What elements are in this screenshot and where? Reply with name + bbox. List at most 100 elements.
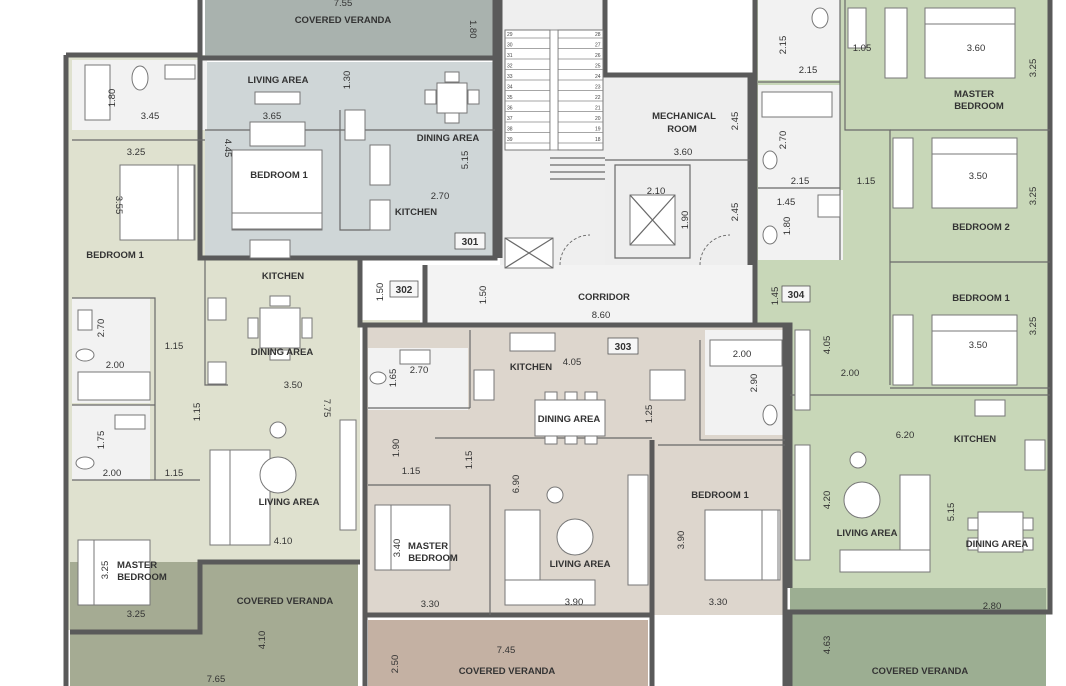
unit-tag-303: 303: [615, 342, 632, 353]
unit-tag-301: 301: [462, 237, 479, 248]
unit-tag-304: 304: [788, 290, 805, 301]
dim-d18: 1.15: [192, 403, 203, 422]
label-corridor: CORRIDOR: [578, 292, 630, 303]
dim-d4: 3.45: [141, 111, 160, 122]
unit-tag-302: 302: [396, 285, 413, 296]
dim-d70: 5.15: [946, 503, 957, 522]
dim-d37: 2.70: [410, 365, 429, 376]
dim-d38: 1.25: [644, 405, 655, 424]
dim-d43: 1.15: [464, 451, 475, 470]
dim-d19: 3.25: [100, 561, 111, 580]
stair-number: 35: [507, 95, 513, 101]
dim-d6: 3.65: [263, 111, 282, 122]
stair-number: 36: [507, 106, 513, 112]
stair-number: 39: [507, 137, 513, 143]
dim-d71: 2.80: [983, 601, 1002, 612]
dim-d29: 3.60: [674, 147, 693, 158]
dim-d2: 1.80: [467, 20, 478, 39]
dim-d49: 3.30: [709, 597, 728, 608]
veranda-304-fill: [790, 588, 1046, 686]
dim-d13: 2.00: [106, 360, 125, 371]
dim-d17: 1.15: [165, 468, 184, 479]
label-living-304: LIVING AREA: [837, 528, 898, 539]
dim-d65: 3.25: [1028, 317, 1039, 336]
dim-d22: 1.50: [478, 286, 489, 305]
label-kitchen-301: KITCHEN: [395, 207, 437, 218]
dim-d1: 7.55: [334, 0, 353, 9]
label-living-301: LIVING AREA: [248, 75, 309, 86]
stair-number: 23: [595, 85, 601, 91]
dim-d55: 3.60: [967, 43, 986, 54]
walls: [63, 0, 1053, 686]
dim-d9: 2.70: [431, 191, 450, 202]
stair-number: 21: [595, 106, 601, 112]
dim-d46: 3.30: [421, 599, 440, 610]
dim-d44: 6.90: [511, 475, 522, 494]
label-master-303: MASTER: [408, 541, 448, 552]
dim-d39: 2.00: [733, 349, 752, 360]
dim-d28: 8.60: [592, 310, 611, 321]
furniture-302: [75, 164, 357, 606]
unit-tag-303-box: [607, 337, 639, 355]
stair-number: 31: [507, 53, 513, 59]
bottom-strip-fill: [652, 620, 782, 686]
stair-number: 19: [595, 127, 601, 133]
dim-d59: 1.15: [857, 176, 876, 187]
label-master-bedroom-303: BEDROOM: [408, 553, 458, 564]
dim-d26: 4.10: [257, 631, 268, 650]
dim-d31: 2.10: [647, 186, 666, 197]
dim-d45: 3.40: [392, 539, 403, 558]
dim-d7: 4.45: [222, 139, 233, 158]
dim-d30: 2.45: [730, 112, 741, 131]
stair-number: 27: [595, 43, 601, 49]
dim-d16: 2.00: [103, 468, 122, 479]
label-kitchen-304: KITCHEN: [954, 434, 996, 445]
furniture-303: [369, 332, 783, 606]
label-living-302: LIVING AREA: [259, 497, 320, 508]
dim-d10: 3.25: [127, 147, 146, 158]
stairs: [504, 29, 605, 180]
label-master-302: MASTER: [117, 560, 157, 571]
dim-d68: 6.20: [896, 430, 915, 441]
dim-d72: 4.63: [822, 636, 833, 655]
dim-d8: 5.15: [460, 151, 471, 170]
label-mech-room: ROOM: [667, 124, 697, 135]
label-veranda-301: COVERED VERANDA: [295, 15, 392, 26]
dim-d67: 2.00: [841, 368, 860, 379]
dim-d21: 1.50: [375, 283, 386, 302]
stair-number: 25: [595, 64, 601, 70]
dim-d52: 2.15: [778, 36, 789, 55]
dim-d24: 7.75: [321, 399, 332, 418]
dim-d58: 2.15: [791, 176, 810, 187]
stair-number: 29: [507, 32, 513, 38]
dim-d32: 1.90: [680, 211, 691, 230]
dim-d15: 1.75: [96, 431, 107, 450]
dim-d51: 2.50: [390, 655, 401, 674]
dim-d50: 7.45: [497, 645, 516, 656]
dim-d41: 1.90: [391, 439, 402, 458]
unit-tag-302-box: [389, 280, 419, 298]
label-bedroom1-304: BEDROOM 1: [952, 293, 1010, 304]
stair-number: 32: [507, 64, 513, 70]
dim-d36: 1.65: [388, 369, 399, 388]
label-veranda-303: COVERED VERANDA: [459, 666, 556, 677]
dim-d12: 2.70: [96, 319, 107, 338]
stair-number: 22: [595, 95, 601, 101]
dim-d25: 4.10: [274, 536, 293, 547]
dim-d34: 1.45: [770, 287, 781, 306]
dim-d64: 3.50: [969, 340, 988, 351]
stair-number: 20: [595, 116, 601, 122]
dim-d61: 1.80: [782, 217, 793, 236]
label-bedroom1-302: BEDROOM 1: [86, 250, 144, 261]
corridor-fill: [425, 265, 755, 325]
veranda-301-fill: [205, 0, 495, 58]
dim-d42: 1.15: [402, 466, 421, 477]
label-master-bedroom-302: BEDROOM: [117, 572, 167, 583]
label-living-303: LIVING AREA: [550, 559, 611, 570]
stair-number: 38: [507, 127, 513, 133]
stair-number: 30: [507, 43, 513, 49]
label-mechanical: MECHANICAL: [652, 111, 716, 122]
dim-d23: 3.50: [284, 380, 303, 391]
label-dining-303: DINING AREA: [538, 414, 601, 425]
